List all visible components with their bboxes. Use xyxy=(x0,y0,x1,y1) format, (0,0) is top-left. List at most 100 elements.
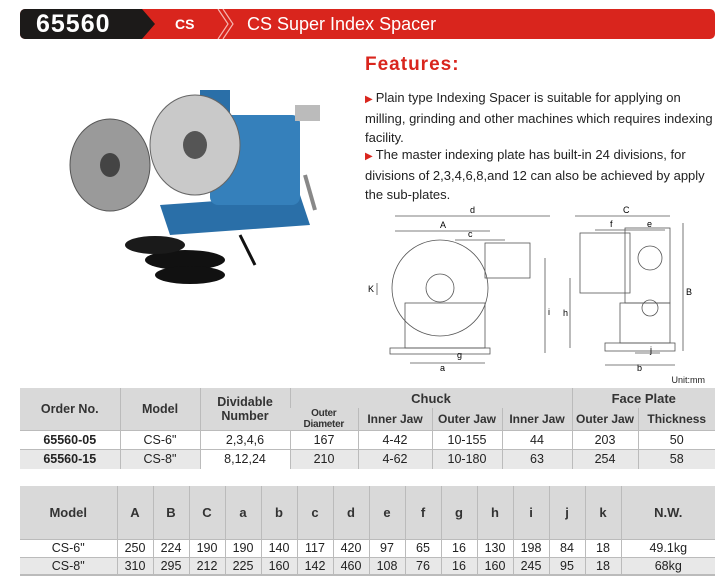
product-photo xyxy=(69,90,320,284)
col-header: h xyxy=(476,486,513,539)
col-header: Dividable Number xyxy=(199,388,290,431)
cell: 198 xyxy=(512,538,549,557)
col-header: e xyxy=(368,486,405,539)
dim-label: f xyxy=(610,219,613,229)
cell: 16 xyxy=(440,556,477,576)
cell: 224 xyxy=(152,538,189,557)
cell: 8,12,24 xyxy=(199,449,290,469)
cell: 95 xyxy=(548,556,585,576)
cell: 210 xyxy=(289,449,358,469)
cell: 203 xyxy=(571,430,638,450)
dim-label: j xyxy=(649,345,652,355)
cell: 4-42 xyxy=(357,430,432,450)
cell: 18 xyxy=(584,556,621,576)
cell: 250 xyxy=(116,538,153,557)
cell: 4-62 xyxy=(357,449,432,469)
sub-header: Outer Jaw xyxy=(431,408,502,431)
cell: 117 xyxy=(296,538,333,557)
col-header: g xyxy=(440,486,477,539)
dim-label: i xyxy=(548,307,550,317)
cell: 65560-05 xyxy=(20,430,120,450)
col-header: a xyxy=(224,486,261,539)
dim-label: e xyxy=(647,219,652,229)
col-header: Order No. xyxy=(20,388,120,431)
dim-label: C xyxy=(623,205,630,215)
dim-label: K xyxy=(368,284,374,294)
cell: 167 xyxy=(289,430,358,450)
cell: 50 xyxy=(637,430,715,450)
col-header: d xyxy=(332,486,369,539)
cell: 212 xyxy=(188,556,225,576)
feature-item: ▶The master indexing plate has built-in … xyxy=(365,147,705,202)
cell: 310 xyxy=(116,556,153,576)
cell: 58 xyxy=(637,449,715,469)
cell: 295 xyxy=(152,556,189,576)
feature-item: ▶Plain type Indexing Spacer is suitable … xyxy=(365,90,713,145)
col-header: c xyxy=(296,486,333,539)
col-header: A xyxy=(116,486,153,539)
cell: 44 xyxy=(501,430,572,450)
dim-label: a xyxy=(440,363,445,373)
cell: CS-8" xyxy=(20,556,117,576)
sub-header: Inner Jaw xyxy=(501,408,572,431)
product-code: 65560 xyxy=(20,9,155,39)
dim-label: c xyxy=(468,229,473,239)
col-header: b xyxy=(260,486,297,539)
features-title: Features: xyxy=(365,54,460,75)
cell: 10-180 xyxy=(431,449,502,469)
dim-label: h xyxy=(563,308,568,318)
cell: 190 xyxy=(224,538,261,557)
col-header: Face Plate xyxy=(571,388,715,408)
cell: 65560-15 xyxy=(20,449,120,469)
triangle-bullet-icon: ▶ xyxy=(365,94,373,105)
cell: 225 xyxy=(224,556,261,576)
category-label: CS xyxy=(175,16,195,32)
col-header: Chuck xyxy=(289,388,572,408)
unit-label: Unit:mm xyxy=(671,375,706,385)
cell: 254 xyxy=(571,449,638,469)
col-header: Model xyxy=(20,486,117,539)
cell: 68kg xyxy=(620,556,715,576)
col-header: B xyxy=(152,486,189,539)
cell: CS-6" xyxy=(20,538,117,557)
cell: 63 xyxy=(501,449,572,469)
triangle-bullet-icon: ▶ xyxy=(365,151,373,162)
cell: 76 xyxy=(404,556,441,576)
dim-label: A xyxy=(440,220,446,230)
sub-header: Outer Jaw xyxy=(571,408,638,431)
product-title: CS Super Index Spacer xyxy=(247,14,437,34)
cell: 460 xyxy=(332,556,369,576)
col-header: k xyxy=(584,486,621,539)
cell: 160 xyxy=(476,556,513,576)
cell: 142 xyxy=(296,556,333,576)
chevron-separator-icon xyxy=(217,9,234,39)
sub-header: Thickness xyxy=(637,408,715,431)
cell: 160 xyxy=(260,556,297,576)
dim-label: d xyxy=(470,205,475,215)
col-header: N.W. xyxy=(620,486,715,539)
col-header: j xyxy=(548,486,585,539)
cell: 97 xyxy=(368,538,405,557)
cell: 18 xyxy=(584,538,621,557)
dim-label: B xyxy=(686,287,692,297)
col-header: f xyxy=(404,486,441,539)
cell: 245 xyxy=(512,556,549,576)
col-header: C xyxy=(188,486,225,539)
cell: 84 xyxy=(548,538,585,557)
cell: 10-155 xyxy=(431,430,502,450)
cell: 130 xyxy=(476,538,513,557)
dim-label: g xyxy=(457,350,462,360)
cell: 108 xyxy=(368,556,405,576)
cell: CS-8" xyxy=(119,449,200,469)
cell: 2,3,4,6 xyxy=(199,430,290,450)
dimension-diagram: d A c K i a g C f e B h j b xyxy=(368,205,692,373)
cell: 49.1kg xyxy=(620,538,715,557)
cell: CS-6" xyxy=(119,430,200,450)
cell: 420 xyxy=(332,538,369,557)
